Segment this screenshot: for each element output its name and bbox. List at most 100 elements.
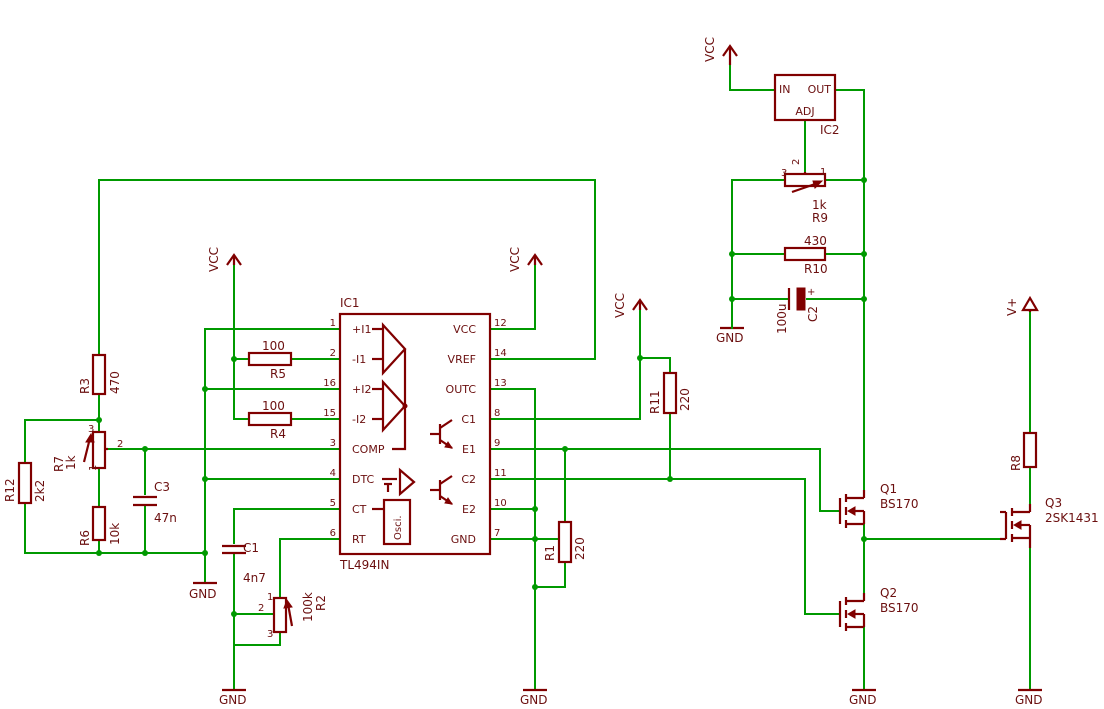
pin-number: 2: [258, 603, 264, 614]
mosfet-q1: Q1 BS170: [838, 482, 919, 528]
r3-value: 470: [108, 371, 122, 394]
pin-number: 11: [494, 468, 507, 479]
vcc-label: VCC: [613, 293, 627, 318]
wires: [24, 64, 1031, 691]
pin-label: VREF: [448, 353, 476, 366]
c2-value: 100u: [775, 303, 789, 334]
potentiometer-r7: R7 1k 3 2 1: [52, 424, 123, 472]
vcc-label: VCC: [703, 37, 717, 62]
mosfet-q2: Q2 BS170: [838, 586, 919, 631]
q3-name: Q3: [1045, 496, 1062, 510]
gnd-label: GND: [189, 587, 217, 601]
vcc-label: VCC: [207, 247, 221, 272]
c2-polarity: +: [807, 287, 815, 298]
oscillator-block: Osci.: [372, 498, 412, 546]
junctions: [96, 177, 867, 617]
gnd-label: GND: [219, 693, 247, 707]
resistor-r4: 100 R4: [247, 399, 293, 441]
pin-number: 12: [494, 318, 507, 329]
pin-number: 3: [330, 438, 336, 449]
r8-name: R8: [1009, 455, 1023, 471]
vcc-label: VCC: [508, 247, 522, 272]
gnd-label: GND: [716, 331, 744, 345]
pin-number: 9: [494, 438, 500, 449]
gnd-label: GND: [520, 693, 548, 707]
pin-label: C1: [461, 413, 476, 426]
dead-time-comparator-icon: [382, 467, 416, 497]
ic2-regulator: IN OUT ADJ IC2: [773, 73, 840, 137]
vplus-label: V+: [1005, 298, 1019, 316]
r12-name: R12: [3, 478, 17, 502]
r5-name: R5: [270, 367, 286, 381]
r2-name: R2: [314, 595, 328, 611]
pin-label: VCC: [453, 323, 476, 336]
r11-value: 220: [678, 388, 692, 411]
vcc-symbol-r11: VCC: [613, 293, 648, 318]
pin-label: DTC: [352, 473, 375, 486]
pin-number: 1: [820, 167, 826, 178]
pin-number: 1: [88, 465, 99, 471]
ic1-tl494: IC1 TL494IN +I1 -I1 +I2 -I2 COMP DTC CT …: [323, 296, 506, 572]
pin-label: OUTC: [446, 383, 477, 396]
resistor-r8: R8: [1009, 431, 1038, 471]
capacitor-c2: + 100u C2: [775, 287, 820, 334]
gnd-symbol-c1: GND: [219, 688, 247, 707]
gnd-symbol-q2: GND: [849, 688, 877, 707]
gnd-label: GND: [1015, 693, 1043, 707]
q1-value: BS170: [880, 497, 919, 511]
pin-label: RT: [352, 533, 366, 546]
c1-name: C1: [243, 541, 259, 555]
pin-label: -I2: [352, 413, 366, 426]
q2-value: BS170: [880, 601, 919, 615]
resistor-r11: R11 220: [648, 371, 692, 415]
mosfet-q3: Q3 2SK1431: [1000, 496, 1099, 548]
c3-name: C3: [154, 480, 170, 494]
ic2-pin-out: OUT: [808, 83, 832, 96]
error-amplifier-1-icon: [372, 322, 407, 376]
gnd-symbol-q3: GND: [1015, 688, 1043, 707]
r6-value: 10k: [108, 523, 122, 545]
c2-name: C2: [806, 306, 820, 322]
pin-number: 6: [330, 528, 336, 539]
vcc-symbol-ic1-supply: VCC: [508, 247, 543, 272]
ic1-name: IC1: [340, 296, 360, 310]
capacitor-c1: C1 4n7: [222, 541, 266, 585]
r7-name: R7: [52, 456, 66, 472]
pin-label: E1: [462, 443, 476, 456]
r11-name: R11: [648, 390, 662, 414]
output-transistor-2-icon: [430, 475, 454, 505]
r1-name: R1: [543, 545, 557, 561]
pin-label: C2: [461, 473, 476, 486]
gnd-symbol-ic1: GND: [520, 688, 548, 707]
pin-number: 13: [494, 378, 507, 389]
r4-value: 100: [262, 399, 285, 413]
gnd-symbol-regulator: GND: [716, 319, 744, 345]
r10-name: R10: [804, 262, 828, 276]
q3-value: 2SK1431: [1045, 511, 1099, 525]
r1-value: 220: [573, 537, 587, 560]
resistor-r12: R12 2k2: [3, 461, 47, 505]
potentiometer-r9: 1k R9 3 2 1: [781, 159, 828, 225]
pin-number: 10: [494, 498, 507, 509]
r4-name: R4: [270, 427, 286, 441]
c1-value: 4n7: [243, 571, 266, 585]
pin-number: 3: [267, 629, 273, 640]
gnd-label: GND: [849, 693, 877, 707]
resistor-r1: R1 220: [543, 520, 587, 564]
resistor-r3: R3 470: [78, 353, 122, 396]
pin-number: 1: [267, 592, 273, 603]
pin-number: 2: [330, 348, 336, 359]
pin-number: 14: [494, 348, 507, 359]
ic2-pin-in: IN: [779, 83, 790, 96]
pin-label: +I2: [352, 383, 371, 396]
r12-value: 2k2: [33, 480, 47, 502]
pin-number: 3: [781, 168, 787, 179]
pin-number: 5: [330, 498, 336, 509]
pin-number: 1: [330, 318, 336, 329]
pin-label: +I1: [352, 323, 371, 336]
pin-number: 2: [791, 159, 802, 165]
error-amplifier-2-icon: [372, 349, 408, 451]
potentiometer-r2: 100k R2 1 2 3: [258, 592, 328, 640]
pin-label: CT: [352, 503, 367, 516]
